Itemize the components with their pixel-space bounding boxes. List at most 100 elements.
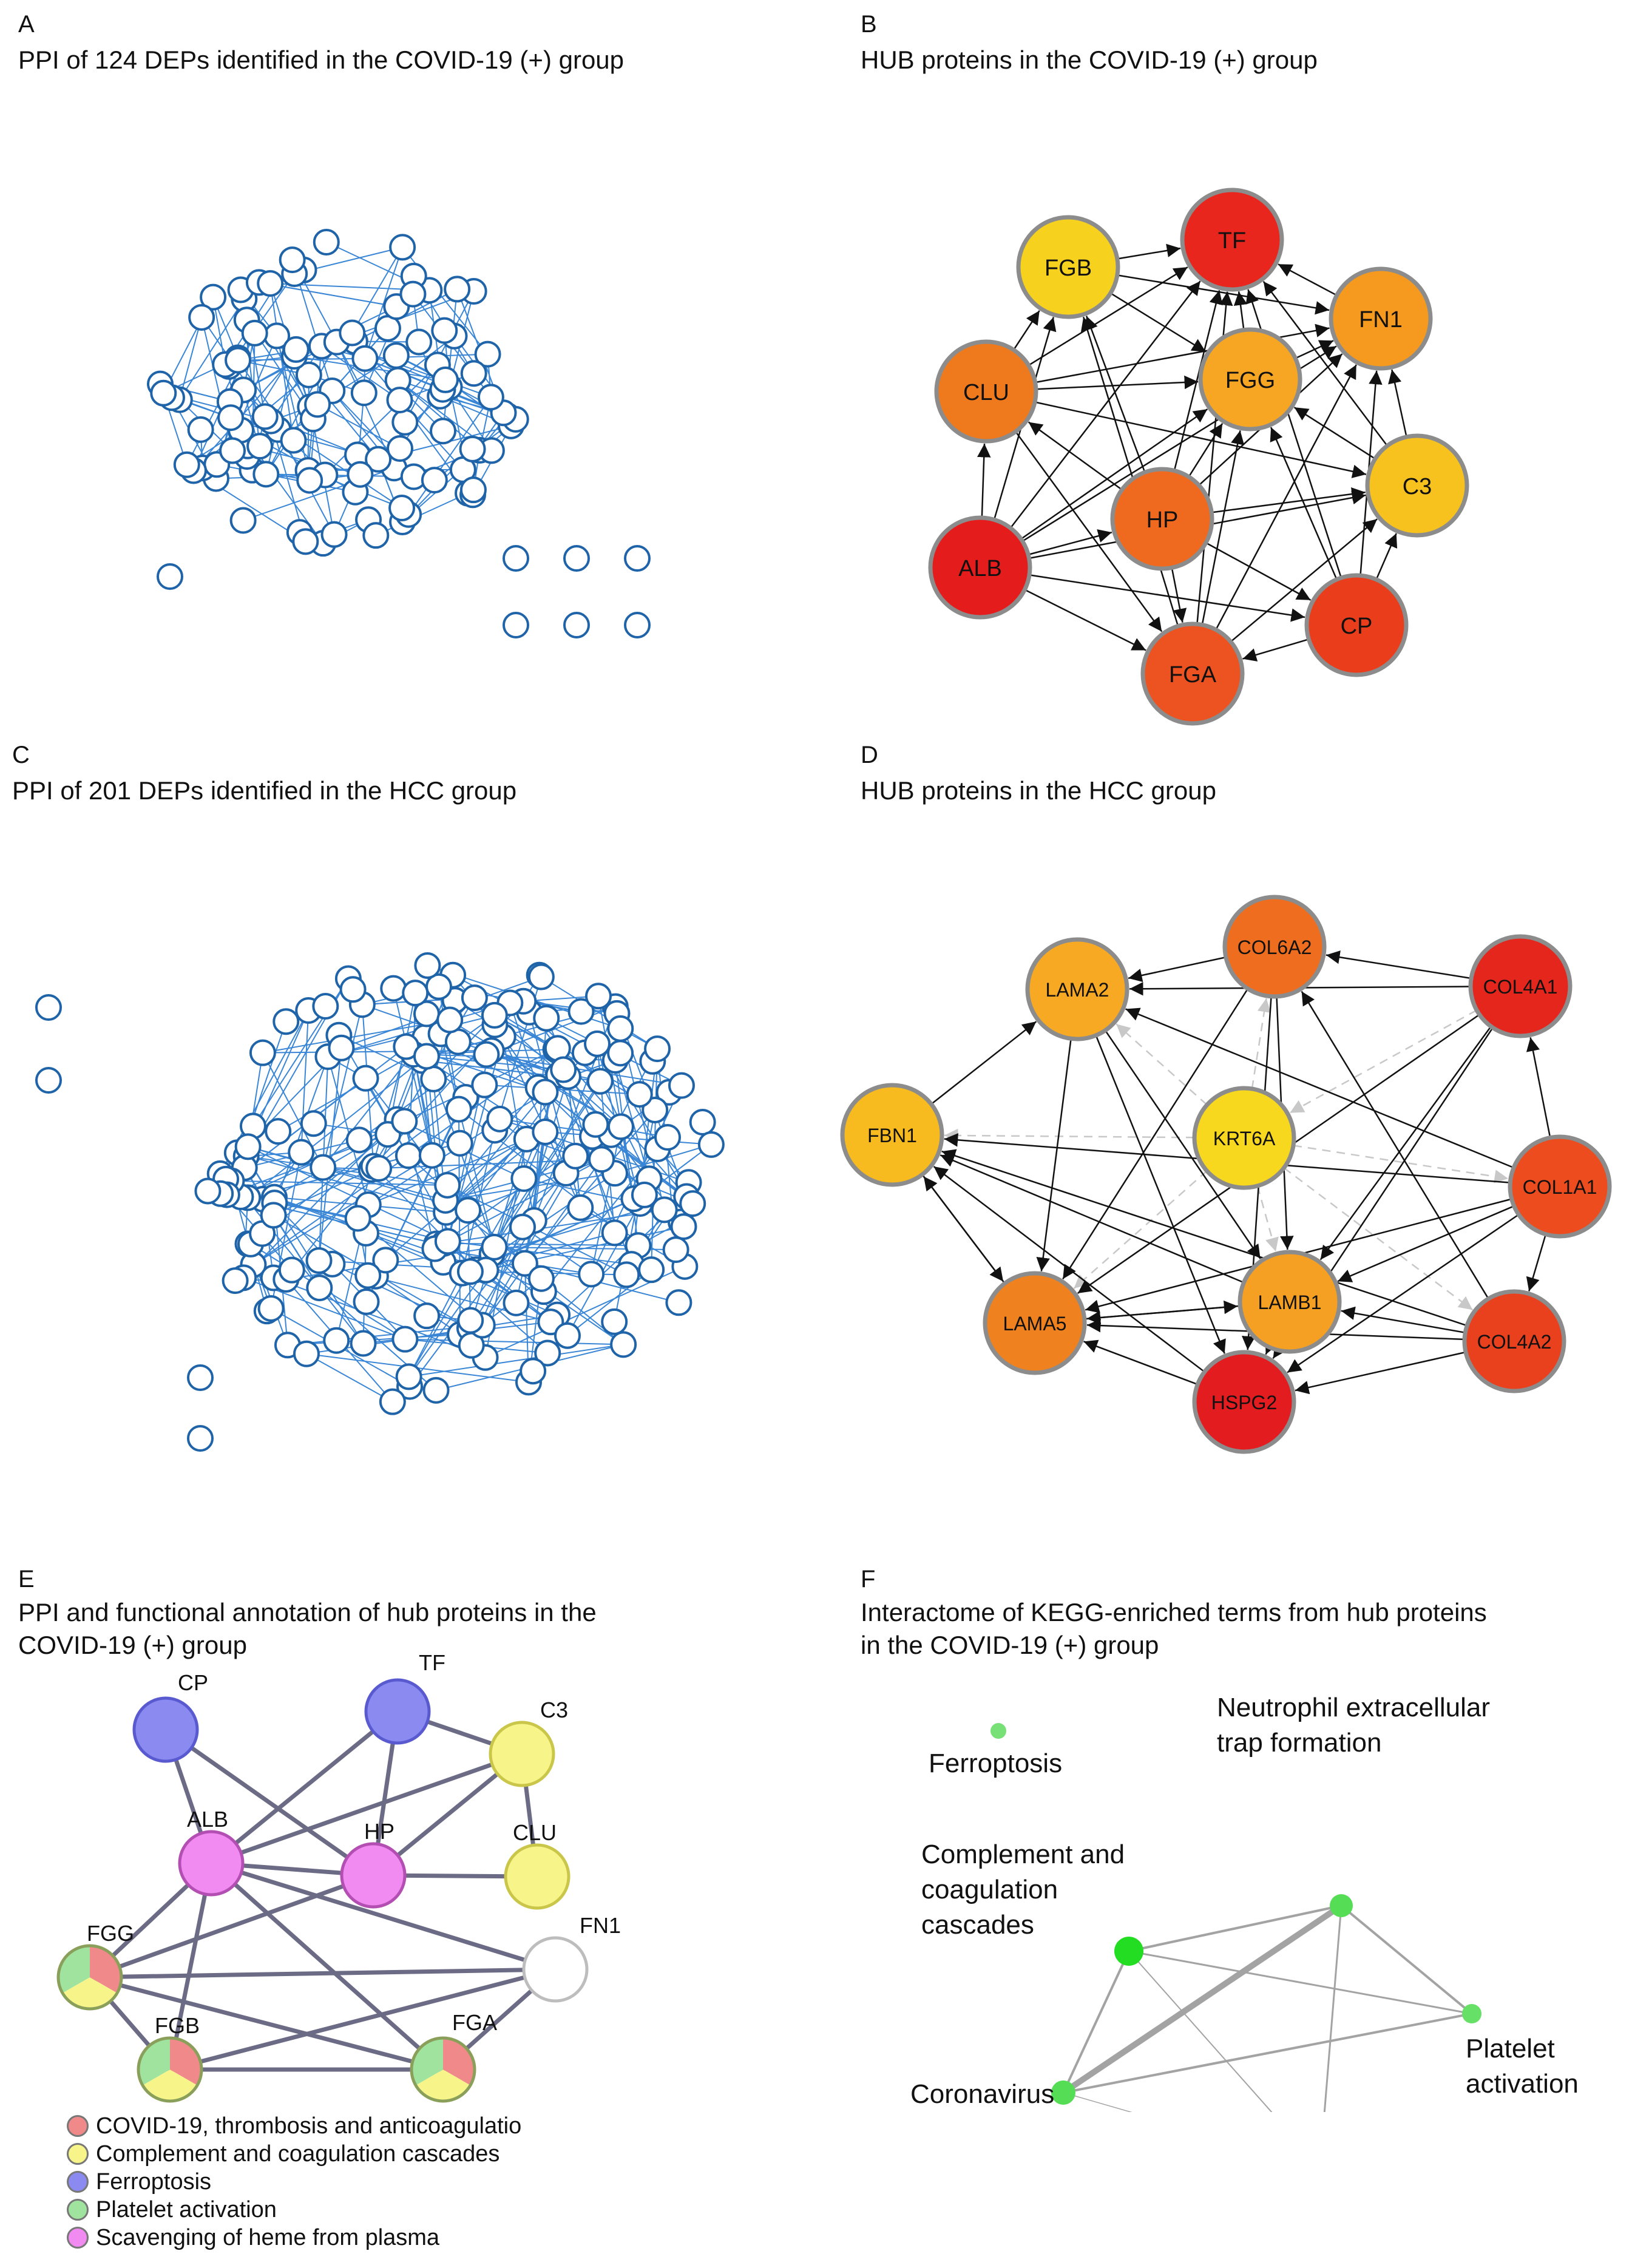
hub-node-label: HSPG2: [1211, 1392, 1277, 1413]
hub-d-edge: [1293, 1145, 1509, 1183]
panel-e-node-label: FGB: [155, 2013, 200, 2038]
hub-b-edge: [1211, 487, 1366, 513]
ppi-node: [304, 391, 331, 418]
ppi-node: [295, 361, 322, 388]
ppi-node: [610, 1331, 637, 1358]
ppi-node: [444, 276, 471, 303]
panel-e-node-fn1: FN1: [522, 1913, 621, 2003]
ppi-edge: [306, 1353, 393, 1403]
ppi-node: [697, 1131, 725, 1158]
ppi-node: [586, 1068, 614, 1095]
hub-b-edge: [1085, 316, 1146, 473]
ppi-node: [387, 435, 414, 462]
hub-b-edge: [1110, 292, 1207, 353]
panel-c-title: PPI of 201 DEPs identified in the HCC gr…: [12, 776, 517, 805]
hub-node-label: LAMA5: [1003, 1313, 1067, 1335]
ppi-node: [459, 476, 487, 504]
kegg-node-label: cascades: [921, 1910, 1034, 1940]
ppi-node: [353, 1288, 380, 1315]
ppi-node: [486, 1105, 513, 1132]
hub-b-edge: [1029, 574, 1305, 622]
hub-node-label: FGB: [1045, 256, 1092, 281]
panel-f-edge: [1128, 1951, 1273, 2112]
ppi-node: [665, 1289, 692, 1316]
ppi-edge: [248, 1146, 449, 1242]
panel-d-letter: D: [861, 742, 878, 768]
ppi-node: [624, 545, 651, 572]
ppi-edge: [486, 1054, 682, 1086]
panel-a-title: PPI of 124 DEPs identified in the COVID-…: [18, 46, 625, 74]
ppi-node: [461, 984, 488, 1012]
ppi-node: [460, 360, 487, 387]
ppi-node: [422, 1376, 450, 1404]
hub-d-edge: [944, 1128, 1195, 1143]
panel-e-title-line1: PPI and functional annotation of hub pro…: [18, 1598, 597, 1627]
ppi-node: [402, 980, 429, 1007]
ppi-node: [296, 467, 323, 494]
hub-node-label: FGG: [1225, 368, 1275, 393]
hub-b-edge: [1034, 401, 1367, 478]
ppi-edge: [563, 1069, 615, 1233]
ppi-node: [520, 1358, 547, 1385]
ppi-node: [350, 379, 378, 407]
ppi-node: [532, 1078, 559, 1106]
legend-item-ferroptosis: Ferroptosis: [67, 2168, 521, 2196]
panel-f-edge: [1063, 2012, 1472, 2094]
ppi-node: [510, 1165, 538, 1193]
ppi-node: [187, 416, 214, 443]
hub-b-edge: [1278, 263, 1338, 296]
ppi-node: [354, 1262, 382, 1289]
ppi-edge: [545, 1131, 711, 1145]
ppi-node: [229, 507, 257, 534]
ppi-node: [288, 1139, 315, 1166]
panel-e-letter: E: [18, 1566, 35, 1593]
ppi-node: [260, 1202, 287, 1229]
ppi-node: [474, 340, 501, 368]
ppi-node: [389, 234, 416, 261]
panel-c-letter: C: [12, 742, 30, 768]
hub-b-edge: [1028, 266, 1188, 366]
ppi-node: [293, 1340, 320, 1367]
ppi-edge: [408, 1270, 487, 1378]
ppi-node: [534, 1339, 561, 1367]
ppi-node: [481, 1233, 508, 1261]
ppi-node: [414, 952, 441, 979]
panel-e-node-label: HP: [364, 1819, 394, 1844]
ppi-node: [225, 347, 252, 374]
ppi-node: [280, 427, 307, 454]
ppi-edge: [522, 1076, 569, 1227]
ppi-edge: [567, 1076, 581, 1208]
ppi-node: [607, 1113, 634, 1140]
ppi-node: [362, 522, 390, 549]
ppi-node: [631, 1181, 658, 1208]
hub-b-edge: [1293, 407, 1376, 460]
ppi-node: [222, 1267, 249, 1295]
ppi-edge: [193, 356, 295, 472]
ppi-node: [473, 1041, 500, 1068]
hub-b-edge: [1013, 310, 1040, 351]
kegg-node-label: Ferroptosis: [929, 1748, 1062, 1778]
hub-d-edge: [1128, 956, 1227, 983]
ppi-node: [445, 1095, 472, 1123]
ppi-node: [503, 1289, 530, 1316]
ppi-node: [689, 1108, 716, 1136]
hub-node-lamb1: LAMB1: [1238, 1250, 1342, 1354]
ppi-node: [477, 384, 504, 411]
hub-d-edge: [1295, 1351, 1466, 1395]
ppi-node: [339, 976, 367, 1003]
hub-d-edge: [1062, 988, 1248, 1280]
panel-e-node-hp: HP: [340, 1819, 407, 1909]
hub-d-edge: [1084, 1300, 1238, 1320]
legend-swatch-pink: [67, 2227, 89, 2249]
ppi-node: [567, 998, 595, 1025]
hub-node-label: CP: [1341, 614, 1373, 639]
hub-node-label: LAMA2: [1046, 979, 1109, 1001]
hub-d-edge: [1319, 1026, 1492, 1261]
legend-item-complement: Complement and coagulation cascades: [67, 2140, 521, 2168]
ppi-node: [391, 1325, 419, 1353]
